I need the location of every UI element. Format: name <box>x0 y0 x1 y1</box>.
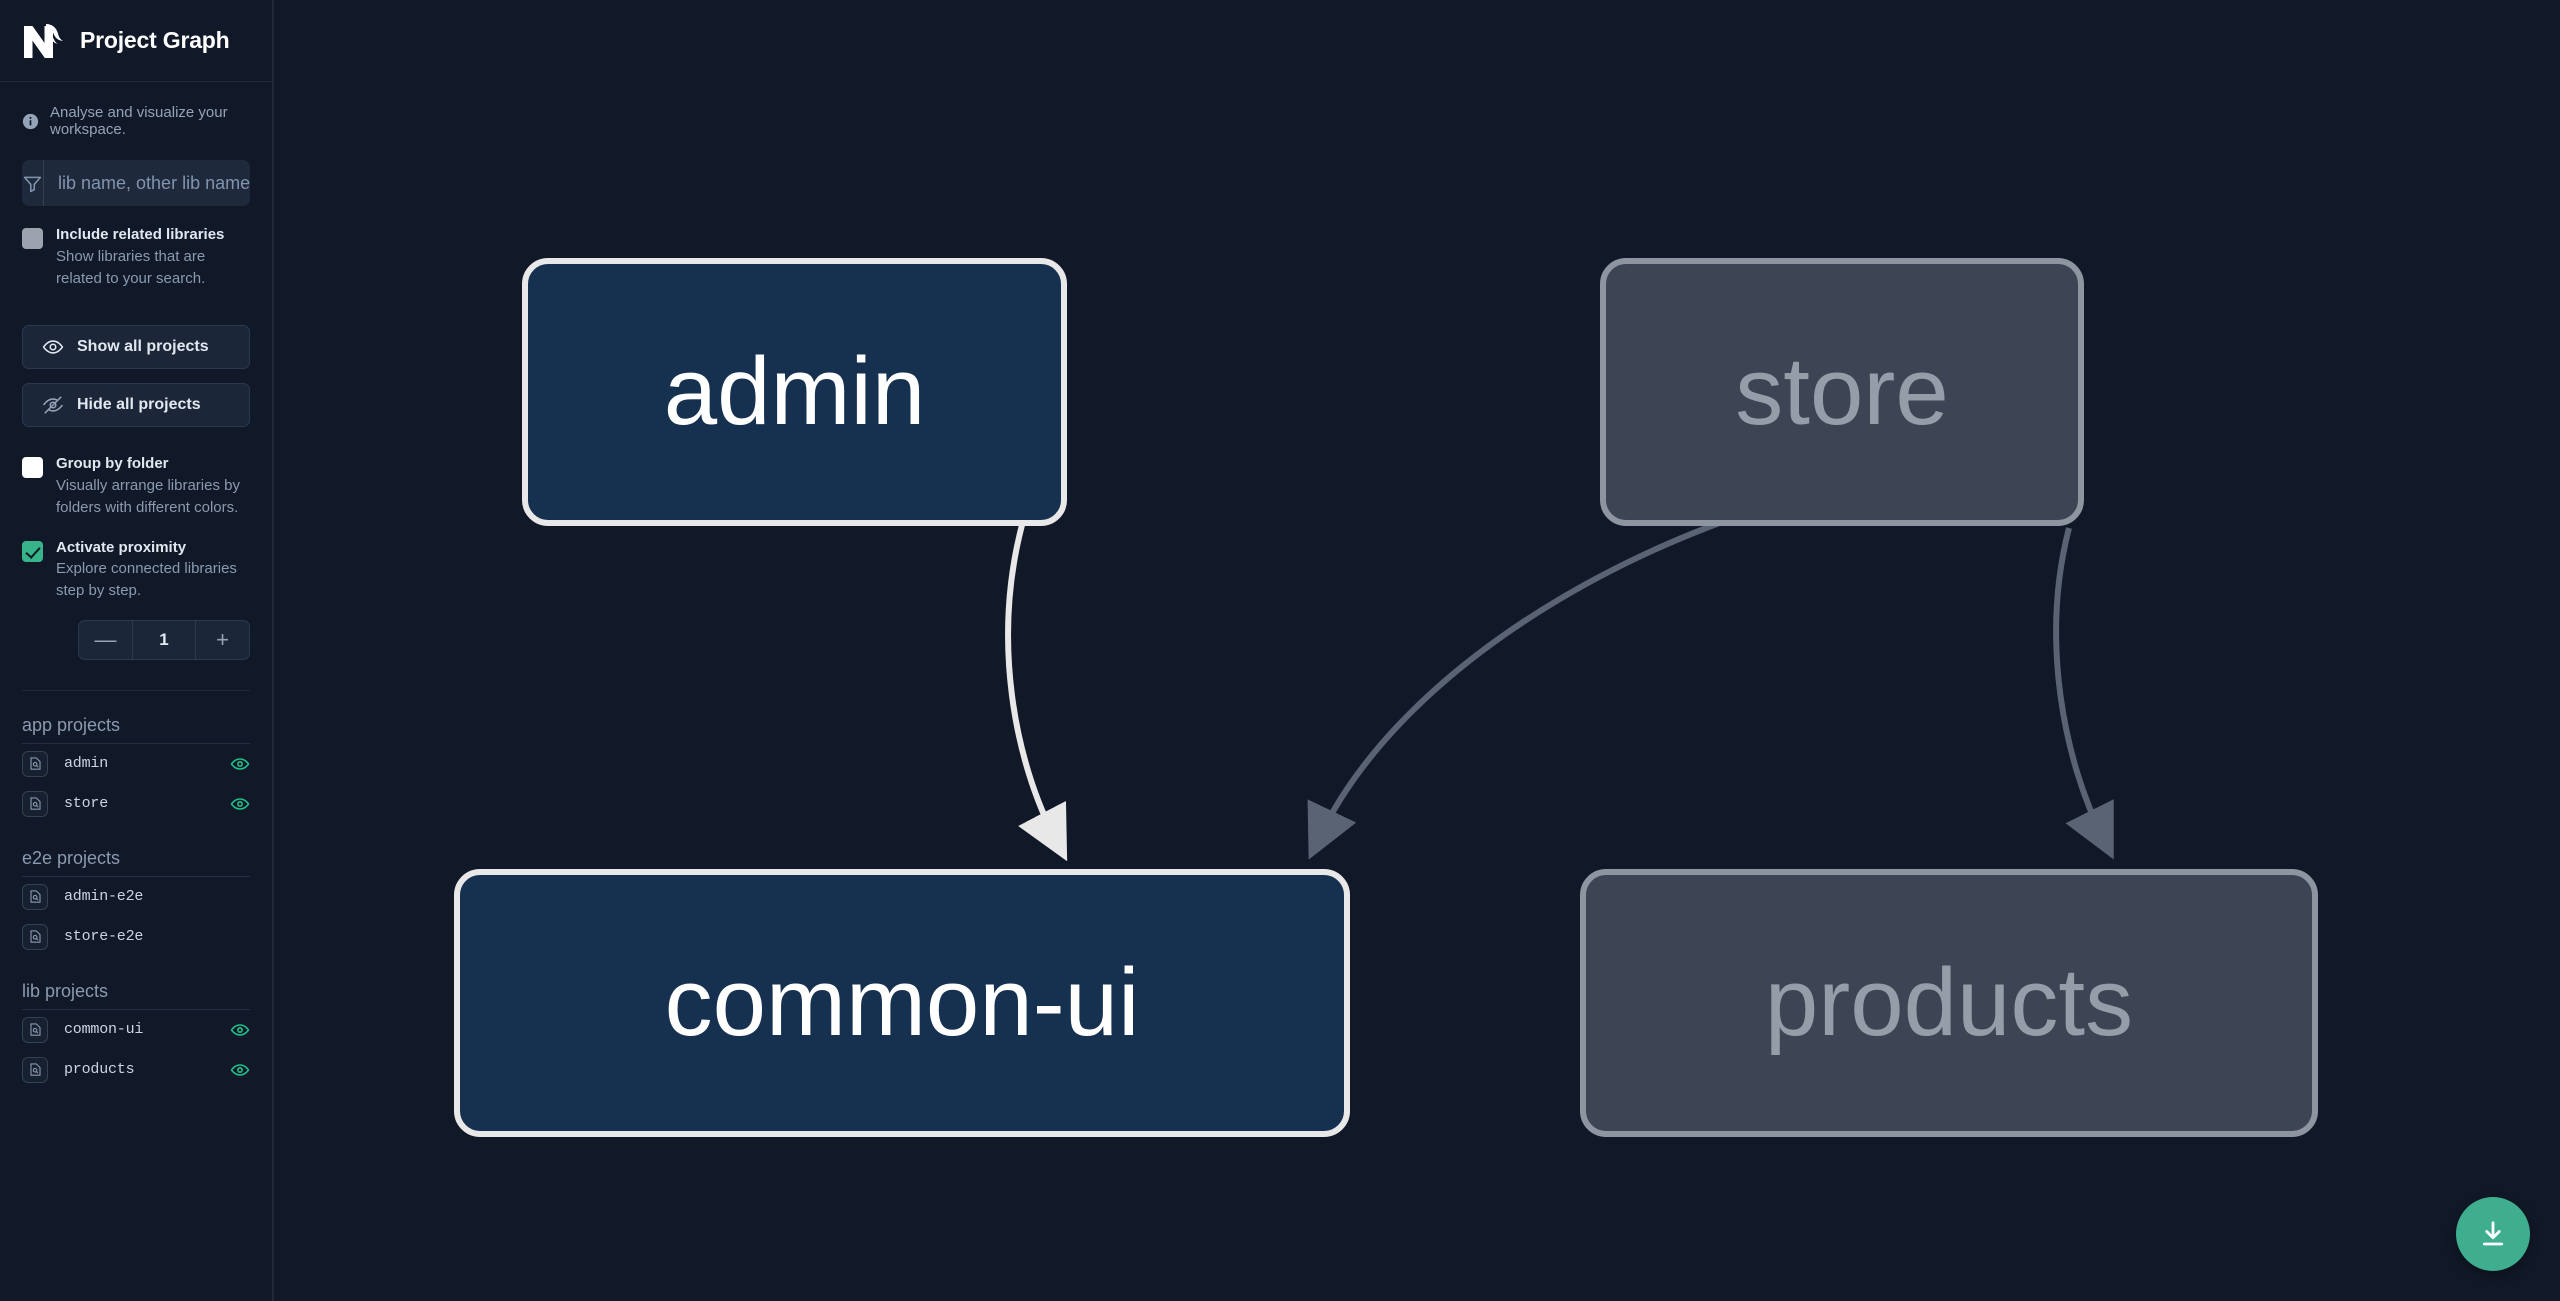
proximity-stepper[interactable]: — 1 + <box>78 619 250 660</box>
hide-all-projects-label: Hide all projects <box>77 396 201 414</box>
option-description: Show libraries that are related to your … <box>56 247 206 287</box>
visibility-eye-icon[interactable] <box>230 754 250 774</box>
option-label: Activate proximity <box>56 538 187 556</box>
project-icon <box>22 750 48 777</box>
graph-node-label: products <box>1764 949 2134 1056</box>
option-activate-proximity[interactable]: Activate proximity Explore connected lib… <box>22 539 250 602</box>
edge-store-to-products <box>2053 527 2114 860</box>
search-input[interactable] <box>44 160 250 206</box>
show-all-projects-button[interactable]: Show all projects <box>22 325 250 370</box>
download-graph-button[interactable] <box>2456 1197 2530 1271</box>
sidebar-controls: Include related libraries Show libraries… <box>0 138 272 691</box>
project-row-admin[interactable]: admin <box>22 744 250 784</box>
eye-icon <box>42 336 64 358</box>
project-icon <box>22 1056 48 1083</box>
option-include-related-libraries[interactable]: Include related libraries Show libraries… <box>22 226 250 289</box>
project-name: store-e2e <box>64 928 144 946</box>
graph-node-label: common-ui <box>664 949 1140 1056</box>
checkbox-group-by-folder[interactable] <box>22 457 43 479</box>
project-group-title-e2e: e2e projects <box>22 824 250 877</box>
project-name: admin <box>64 755 109 773</box>
search-box[interactable] <box>22 160 250 206</box>
proximity-value: 1 <box>159 629 169 649</box>
graph-node-label: admin <box>663 338 926 445</box>
option-group-by-folder[interactable]: Group by folder Visually arrange librari… <box>22 455 250 518</box>
project-row-products[interactable]: products <box>22 1050 250 1090</box>
project-name: common-ui <box>64 1021 144 1039</box>
project-icon <box>22 1016 48 1043</box>
edge-store-to-common-ui <box>1307 475 1881 860</box>
project-name: admin-e2e <box>64 888 144 906</box>
graph-canvas[interactable]: admin store common-ui products <box>274 0 2560 1301</box>
graph-node-store[interactable]: store <box>1600 258 2084 526</box>
project-icon <box>22 923 48 950</box>
project-name: products <box>64 1061 135 1079</box>
tagline-text: Analyse and visualize your workspace. <box>50 104 228 138</box>
graph-node-admin[interactable]: admin <box>522 258 1067 526</box>
eye-off-icon <box>42 394 64 416</box>
project-row-store[interactable]: store <box>22 784 250 824</box>
project-icon <box>22 790 48 817</box>
checkbox-activate-proximity[interactable] <box>22 540 43 562</box>
show-all-projects-label: Show all projects <box>77 338 209 356</box>
tagline: Analyse and visualize your workspace. <box>0 82 272 138</box>
sidebar-divider <box>22 689 250 691</box>
proximity-decrement-button[interactable]: — <box>79 620 133 659</box>
edge-admin-to-common-ui <box>1005 524 1068 862</box>
graph-node-products[interactable]: products <box>1580 869 2318 1137</box>
nx-logo-icon <box>22 22 66 60</box>
visibility-eye-icon[interactable] <box>230 1060 250 1080</box>
project-group-title-app: app projects <box>22 691 250 744</box>
sidebar: Project Graph Analyse and visualize your… <box>0 0 277 1301</box>
download-icon <box>2478 1219 2508 1249</box>
project-row-store-e2e[interactable]: store-e2e <box>22 917 250 957</box>
project-icon <box>22 883 48 910</box>
page-title: Project Graph <box>80 27 230 53</box>
project-row-admin-e2e[interactable]: admin-e2e <box>22 877 250 917</box>
project-group-title-lib: lib projects <box>22 957 250 1010</box>
project-row-common-ui[interactable]: common-ui <box>22 1010 250 1050</box>
checkbox-include-related-libraries[interactable] <box>22 228 43 249</box>
option-description: Explore connected libraries step by step… <box>56 560 237 599</box>
sidebar-header: Project Graph <box>0 0 277 82</box>
project-lists: app projects admin store e <box>0 691 272 1090</box>
visibility-eye-icon[interactable] <box>230 794 250 814</box>
info-icon <box>22 113 39 130</box>
option-label: Group by folder <box>56 455 169 473</box>
project-name: store <box>64 795 109 813</box>
funnel-icon <box>22 160 44 206</box>
option-label: Include related libraries <box>56 226 225 243</box>
graph-node-common-ui[interactable]: common-ui <box>454 869 1350 1137</box>
hide-all-projects-button[interactable]: Hide all projects <box>22 383 250 428</box>
visibility-eye-icon[interactable] <box>230 1020 250 1040</box>
option-description: Visually arrange libraries by folders wi… <box>56 477 240 516</box>
graph-node-label: store <box>1735 338 1949 445</box>
proximity-increment-button[interactable]: + <box>195 620 249 659</box>
